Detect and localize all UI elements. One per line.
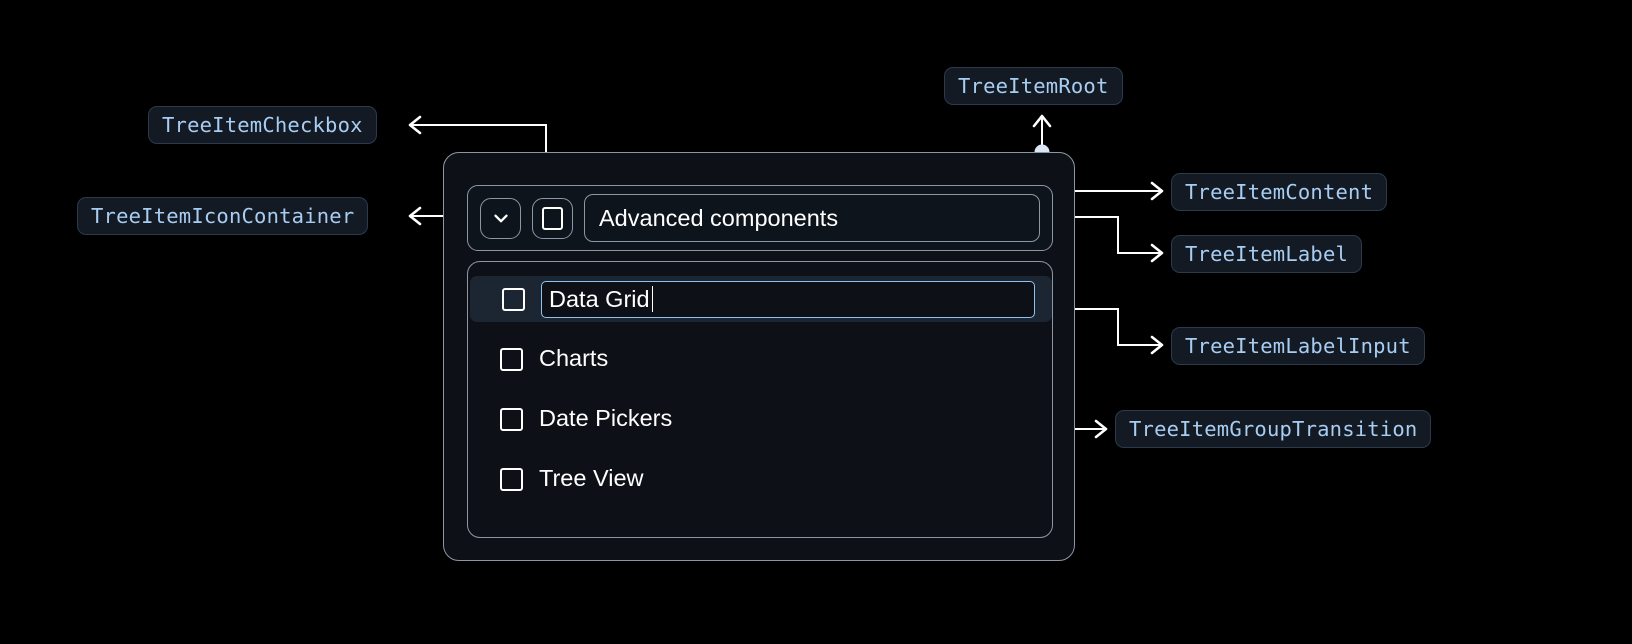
tree-item-group-transition: Data Grid Charts Date Pickers Tree View xyxy=(467,261,1053,538)
tree-item-label[interactable]: Advanced components xyxy=(584,194,1040,242)
tree-item-content[interactable]: Advanced components xyxy=(467,185,1053,251)
annotation-tree-item-group-transition: TreeItemGroupTransition xyxy=(1115,410,1432,448)
tree-item-checkbox[interactable] xyxy=(500,467,523,491)
annotation-tree-item-label-input: TreeItemLabelInput xyxy=(1171,327,1425,365)
chevron-down-icon xyxy=(493,214,508,223)
tree-item-label: Charts xyxy=(539,345,609,372)
annotation-tree-item-icon-container: TreeItemIconContainer xyxy=(77,197,369,235)
tree-item-icon-container[interactable] xyxy=(480,197,521,239)
annotation-tree-item-root: TreeItemRoot xyxy=(944,67,1123,105)
text-caret xyxy=(651,286,654,312)
tree-item-child-date-pickers[interactable]: Date Pickers xyxy=(468,396,1052,442)
tree-item-child-data-grid[interactable]: Data Grid xyxy=(470,276,1052,322)
tree-item-checkbox[interactable] xyxy=(500,347,523,371)
tree-item-checkbox[interactable] xyxy=(500,407,523,431)
label-input-value: Data Grid xyxy=(549,285,650,312)
tree-item-label: Tree View xyxy=(539,465,644,492)
annotation-tree-item-checkbox: TreeItemCheckbox xyxy=(148,106,377,144)
tree-item-child-tree-view[interactable]: Tree View xyxy=(468,456,1052,502)
checkbox-square-icon xyxy=(542,206,563,230)
tree-item-label: Date Pickers xyxy=(539,405,673,432)
annotation-tree-item-content: TreeItemContent xyxy=(1171,173,1388,211)
tree-item-checkbox[interactable] xyxy=(532,197,573,239)
tree-item-checkbox[interactable] xyxy=(502,287,525,311)
tree-item-root[interactable]: Advanced components Data Grid Charts Dat… xyxy=(443,152,1075,561)
tree-item-child-charts[interactable]: Charts xyxy=(468,336,1052,382)
annotation-tree-item-label: TreeItemLabel xyxy=(1171,235,1363,273)
tree-item-label-input[interactable]: Data Grid xyxy=(541,280,1035,318)
